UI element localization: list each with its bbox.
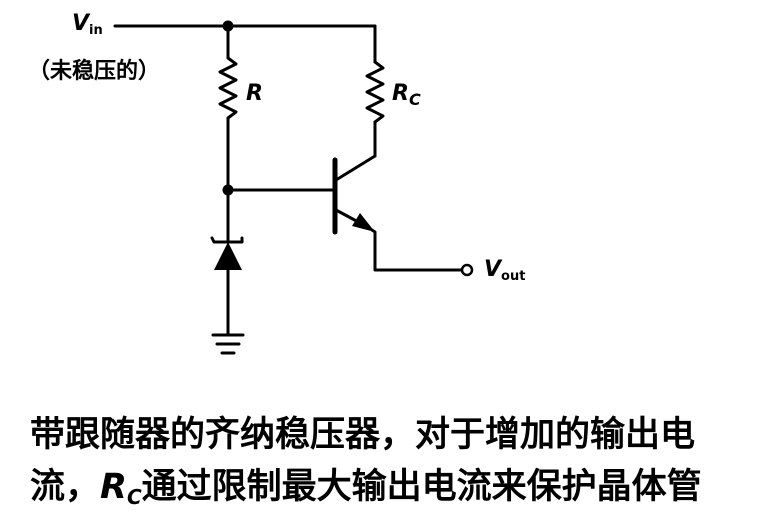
circuit-diagram: Vin （未稳压的） R RC Vout	[28, 11, 525, 355]
output-terminal	[460, 263, 474, 277]
caption-line-1: 带跟随器的齐纳稳压器，对于增加的输出电	[30, 415, 696, 455]
caption-line-2-suffix: 通过限制最大输出电流来保护晶体管	[141, 467, 702, 507]
caption-line-2-prefix: 流，	[30, 467, 101, 507]
caption-rc-subscript: C	[126, 485, 142, 509]
junction-top	[222, 20, 234, 32]
r-label: R	[246, 81, 263, 106]
unregulated-label: （未稳压的）	[28, 58, 160, 84]
emitter-arrow	[352, 213, 375, 232]
caption-rc-symbol: R	[100, 467, 127, 507]
resistor-r	[218, 56, 238, 120]
transistor-collector	[334, 154, 377, 182]
vout-label: Vout	[484, 257, 525, 284]
emitter-wire	[370, 228, 464, 272]
rc-label: RC	[392, 81, 421, 109]
caption-line-2: 流，RC通过限制最大输出电流来保护晶体管	[30, 462, 750, 516]
junction-base	[222, 184, 234, 196]
vin-label: Vin	[72, 11, 103, 38]
resistor-rc	[365, 60, 385, 124]
zener-diode	[214, 242, 242, 270]
